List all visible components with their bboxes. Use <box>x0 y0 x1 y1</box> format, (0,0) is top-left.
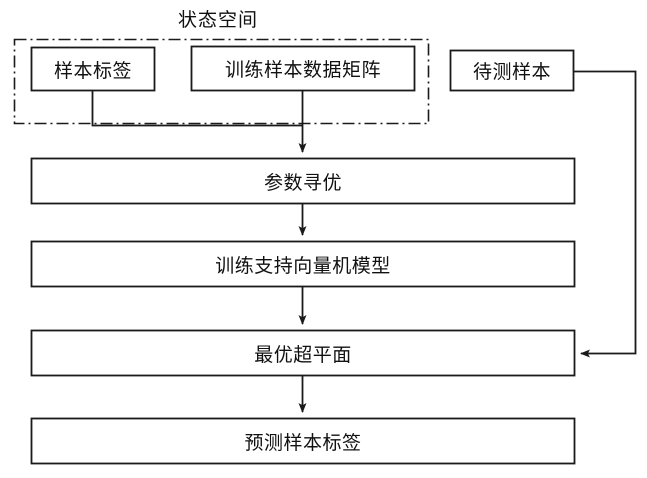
state-space-group-title: 状态空间 <box>177 9 258 31</box>
node-box-sample-label[interactable] <box>30 46 156 92</box>
node-box-parameter-optimize[interactable] <box>30 157 576 205</box>
node-box-train-svm-model[interactable] <box>30 240 576 288</box>
node-box-training-matrix[interactable] <box>190 45 416 92</box>
node-box-optimal-hyperplane[interactable] <box>30 329 576 377</box>
edge-sample-label-to-parameter-optimize <box>91 90 303 127</box>
state-space-group-border <box>13 38 430 125</box>
edge-test-sample-to-optimal-hyperplane <box>573 70 637 358</box>
node-box-predicted-label[interactable] <box>30 417 576 465</box>
node-box-test-sample[interactable] <box>449 49 575 92</box>
